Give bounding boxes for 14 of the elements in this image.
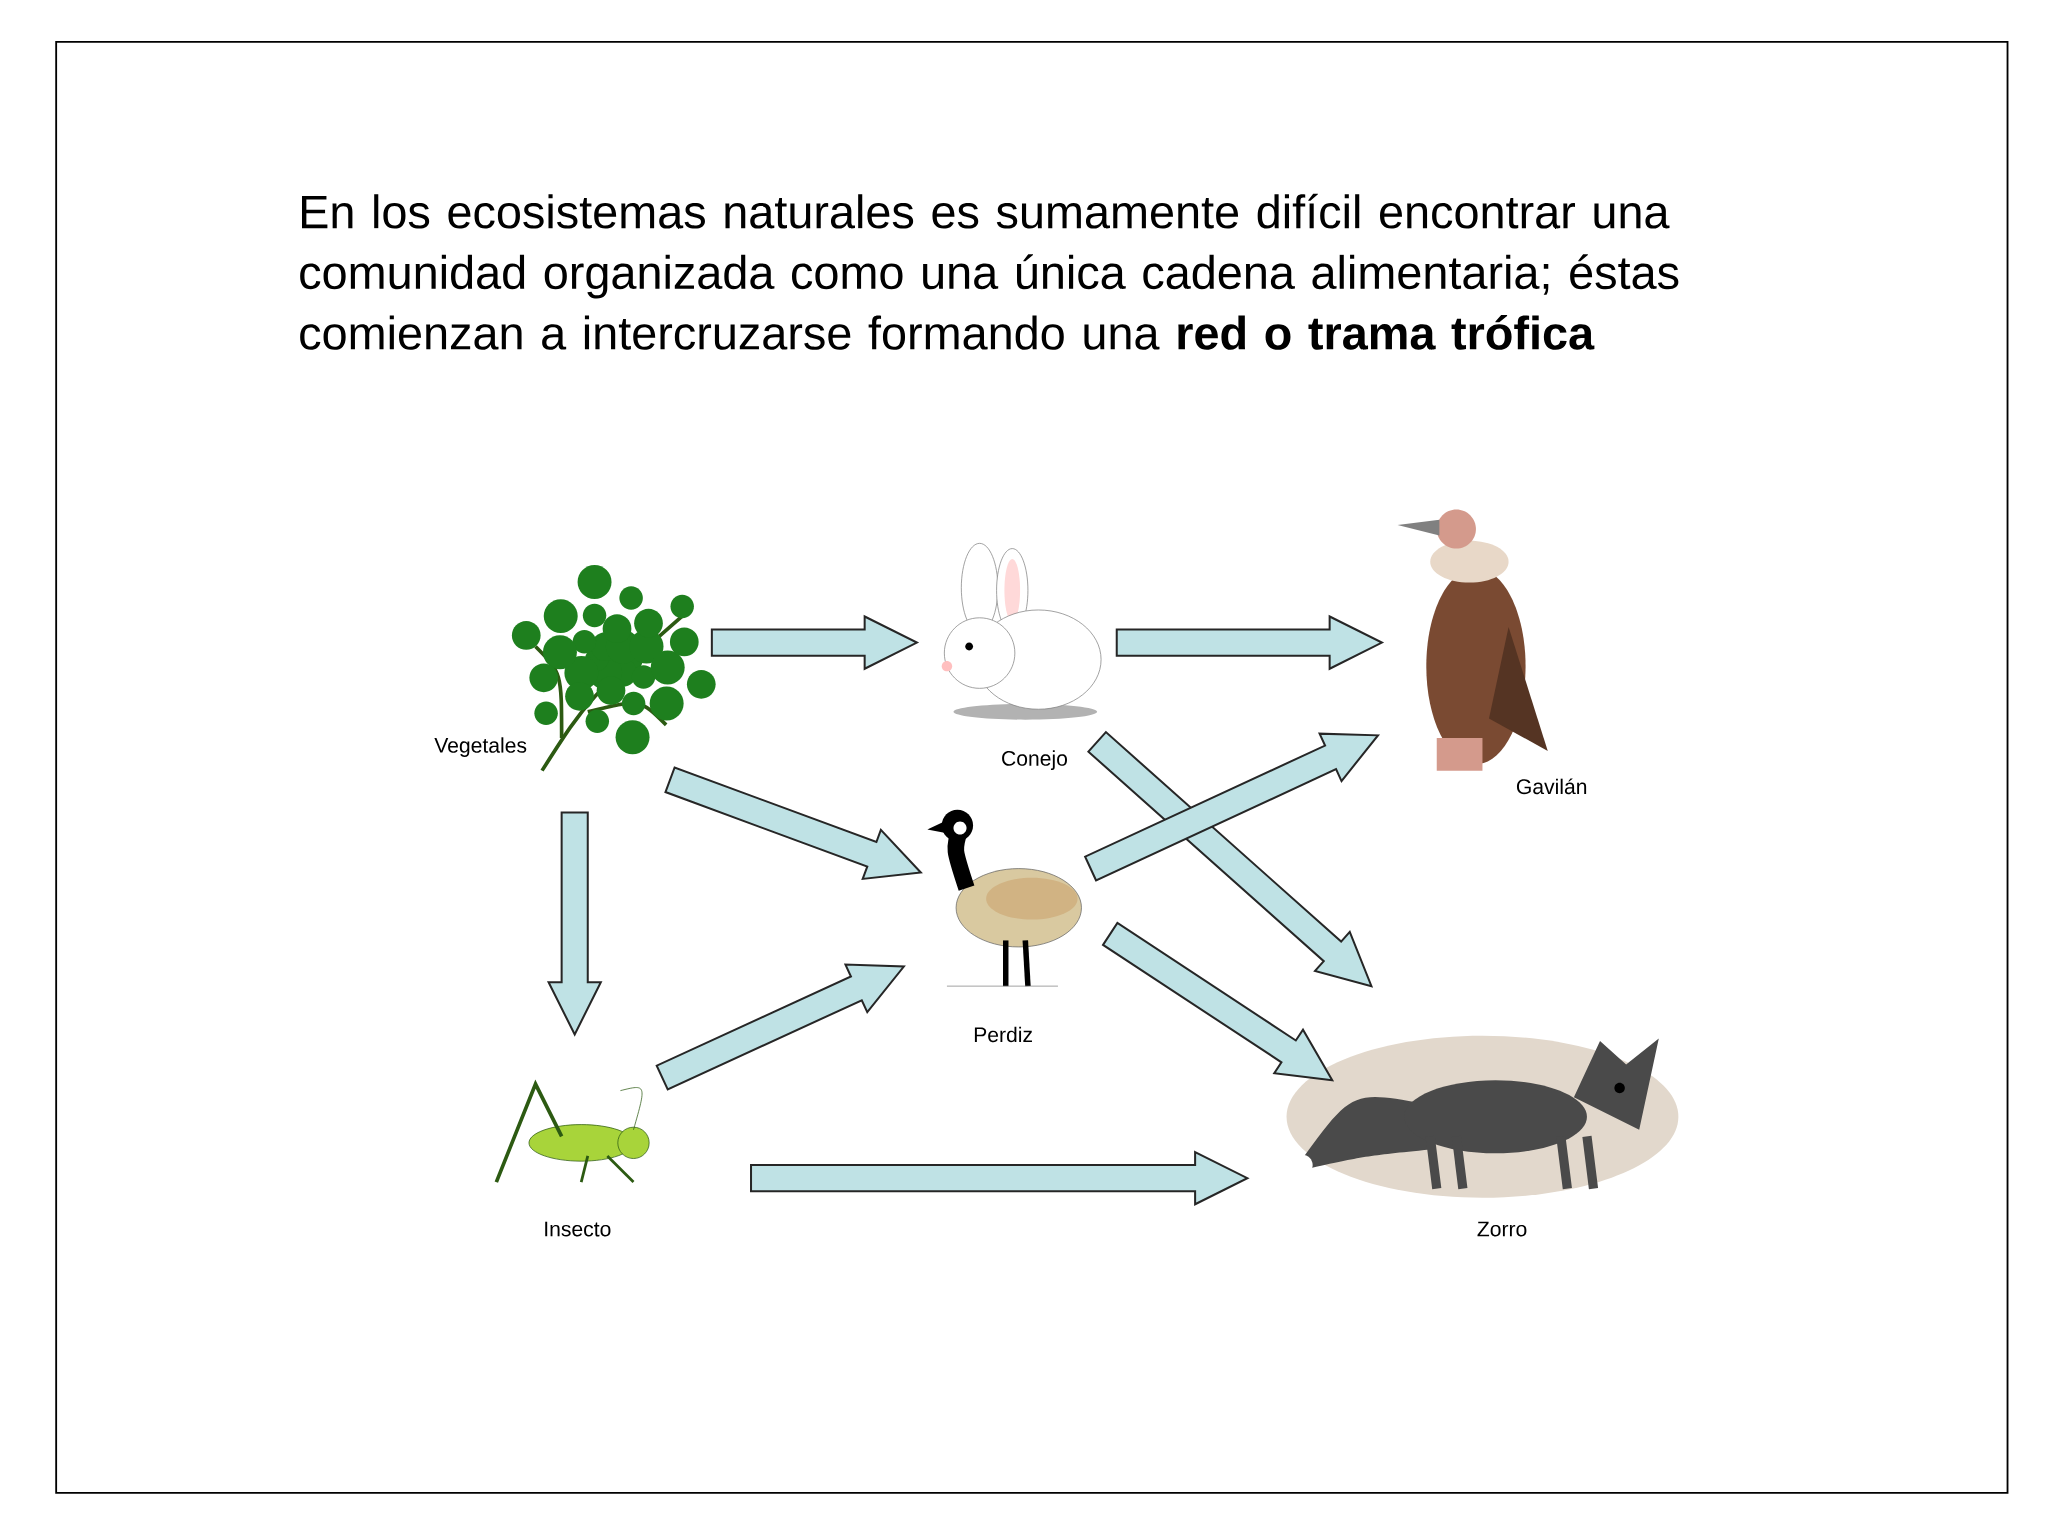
block-arrow	[750, 1150, 1250, 1206]
animal-label: Zorro	[1477, 1221, 1527, 1237]
animal-label: Perdiz	[974, 1026, 1032, 1043]
block-arrow	[710, 614, 920, 671]
block-arrow	[655, 963, 906, 1091]
block-arrow	[1083, 732, 1381, 882]
animal-label: Insecto	[545, 1221, 611, 1237]
animal-label: Gavilán	[1516, 778, 1587, 795]
block-arrow	[546, 811, 603, 1037]
title-text: En los ecosistemas naturales es sumamente difícil encontrar una comunidad organizada como una única cadena alimentaria; éstas comienzan a intercruzarse formando una red o trama trófica	[300, 193, 1679, 350]
block-arrow	[1115, 614, 1385, 671]
animal-label: Conejo	[1002, 750, 1067, 770]
block-arrow	[664, 766, 923, 881]
animal-label: Vegetales	[434, 737, 527, 757]
